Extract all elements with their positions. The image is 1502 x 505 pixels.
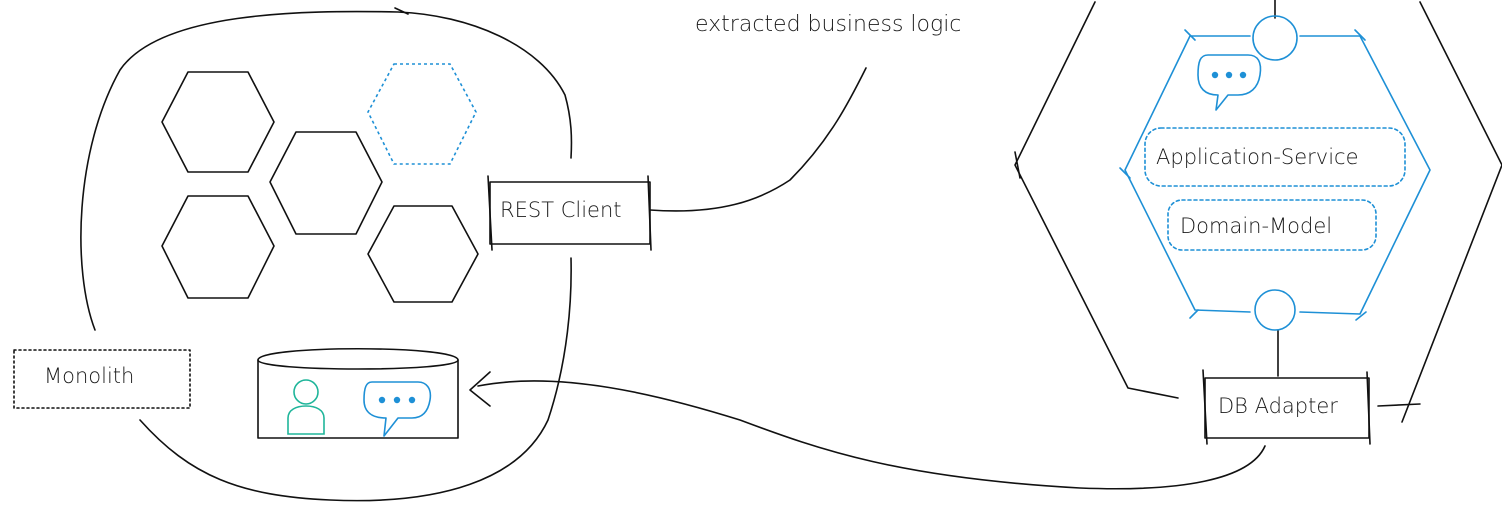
chat-dot-1	[1211, 71, 1219, 79]
db-adapter-tick-2	[1366, 371, 1371, 445]
monolith-boundary	[80, 10, 573, 331]
chat-dot-3	[1239, 71, 1247, 79]
user-icon	[287, 379, 325, 435]
rest-client-label: REST Client	[500, 198, 622, 222]
service-inner-hexagon	[1124, 35, 1251, 313]
rest-client-connector	[649, 67, 867, 212]
chat-bubble-icon	[1197, 54, 1262, 111]
inner-tick-3	[1189, 309, 1199, 319]
monolith-hexagon-highlighted	[367, 63, 477, 165]
db-chat-dot-2	[393, 396, 401, 404]
db-adapter-label: DB Adapter	[1218, 394, 1338, 418]
service-outer-hexagon-right	[1401, 1, 1502, 423]
inner-tick-4	[1355, 311, 1367, 321]
db-adapter-arrowhead	[469, 371, 491, 407]
application-service-label: Application-Service	[1156, 145, 1359, 169]
monolith-label-box	[13, 349, 191, 409]
annotation-label: extracted business logic	[695, 12, 962, 37]
port-bottom-icon	[1254, 289, 1296, 331]
port-top-icon	[1252, 15, 1298, 61]
outer-tick-1	[1014, 151, 1021, 179]
service-outer-hexagon	[1014, 1, 1179, 399]
rest-client-tick-1	[487, 175, 493, 251]
application-service-box	[1144, 127, 1406, 187]
monolith-hexagon-4	[367, 205, 479, 303]
monolith-boundary-tail	[394, 7, 409, 15]
chat-dot-2	[1225, 71, 1233, 79]
db-chat-bubble-icon	[363, 381, 432, 437]
database-top-rim	[257, 359, 459, 370]
monolith-boundary-lower	[139, 257, 572, 502]
db-adapter-tick-1	[1202, 369, 1208, 445]
monolith-hexagon-3	[161, 195, 275, 299]
inner-tick-2	[1354, 29, 1366, 41]
domain-model-box	[1167, 199, 1377, 251]
monolith-label: Monolith	[44, 364, 135, 388]
monolith-hexagon-1	[161, 71, 275, 173]
monolith-hexagon-2	[269, 131, 383, 235]
service-inner-hexagon-right	[1299, 35, 1431, 315]
db-adapter-arrow	[477, 380, 1266, 490]
rest-client-tick-2	[647, 175, 652, 251]
outer-tick-2	[1377, 403, 1421, 407]
db-chat-dot-1	[378, 396, 386, 404]
db-chat-dot-3	[408, 396, 416, 404]
inner-tick-1	[1184, 29, 1196, 41]
inner-tick-5	[1119, 167, 1131, 179]
domain-model-label: Domain-Model	[1180, 214, 1333, 238]
